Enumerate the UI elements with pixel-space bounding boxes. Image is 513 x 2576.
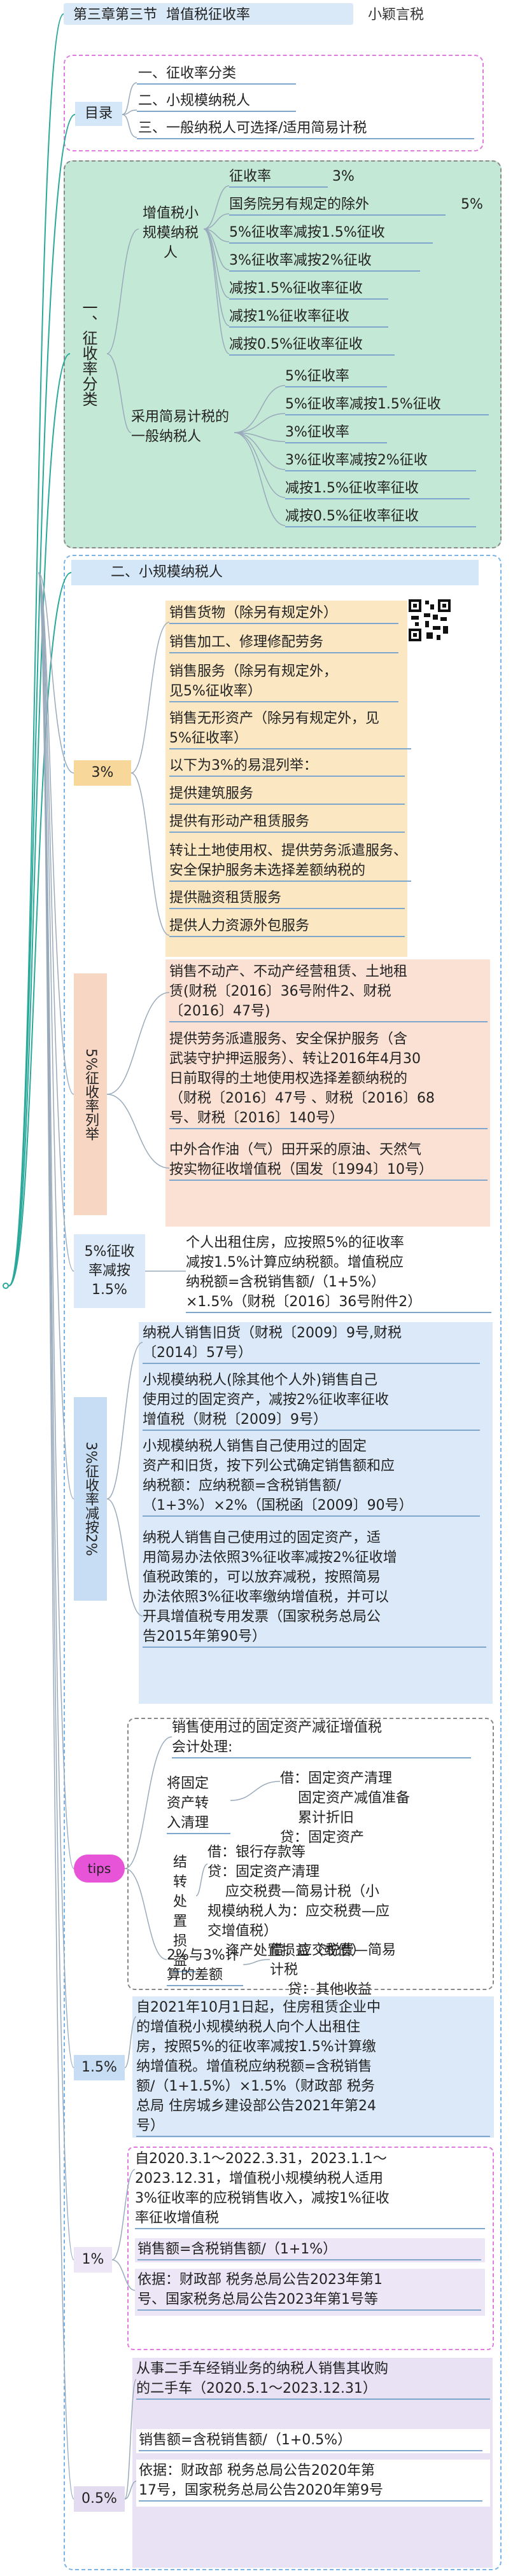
- g1-item-1[interactable]: 自2020.3.1～2022.3.31，2023.1.1～ 2023.12.31…: [135, 2149, 485, 2229]
- g2-item-1[interactable]: 纳税人销售旧货（财税〔2009〕9号,财税 〔2014〕57号）: [143, 1323, 480, 1364]
- small-item-2[interactable]: 3%征收率减按2%征收: [229, 251, 420, 272]
- g05-item-1[interactable]: 从事二手车经销业务的纳税人销售其收购 的二手车（2020.5.1～2023.12…: [136, 2359, 490, 2400]
- g1-item-2-bg: [135, 2238, 485, 2262]
- small-rate-value: 3%: [332, 169, 355, 184]
- toc-item-3[interactable]: 三、一般纳税人可选择/适用简易计税: [137, 118, 474, 139]
- small-taxpayer-label[interactable]: 增值税小规模纳税人: [142, 205, 199, 261]
- tips-c-label[interactable]: 2%与3%计 算的差额: [167, 1946, 243, 1986]
- g05-item-3[interactable]: 依据：财政部 税务总局公告2020年第 17号，国家税务总局公告2020年第9号: [139, 2461, 482, 2502]
- g3-item-3[interactable]: 销售服务（除另有规定外， 见5%征收率）: [169, 662, 398, 702]
- g3-label[interactable]: 3%: [74, 760, 131, 786]
- g3-item-5[interactable]: 以下为3%的易混列举：: [169, 756, 405, 777]
- page-title-text: 第三章第三节 增值税征收率: [73, 7, 250, 23]
- root-node: [3, 1283, 9, 1289]
- g1_5-label[interactable]: 1.5%: [74, 2055, 125, 2080]
- g15-label[interactable]: 5%征收率减按1.5%: [74, 1234, 145, 1308]
- toc-item-1[interactable]: 一、征收率分类: [137, 64, 296, 85]
- small-item-1[interactable]: 5%征收率减按1.5%征收: [229, 223, 433, 244]
- general-item-4[interactable]: 3%征收率减按2%征收: [285, 450, 476, 471]
- g3-item-10[interactable]: 提供人力资源外包服务: [169, 916, 405, 937]
- g2-label-text: 3%征收率减按2%: [83, 1442, 99, 1556]
- g5-label[interactable]: 5%征收率列举: [74, 973, 107, 1215]
- general-item-5[interactable]: 减按1.5%征收率征收: [285, 478, 470, 499]
- small-item-4[interactable]: 减按1%征收率征收: [229, 307, 388, 328]
- g2-item-2[interactable]: 小规模纳税人(除其他个人外)销售自己 使用过的固定资产，减按2%征收率征收 增值…: [143, 1370, 480, 1431]
- general-item-1[interactable]: 5%征收率: [285, 366, 387, 387]
- small-item-5[interactable]: 减按0.5%征收率征收: [229, 335, 395, 356]
- g05-item-3-bg: [136, 2460, 490, 2507]
- tips-b-label[interactable]: 结 转 处 置 损 益: [173, 1853, 196, 1972]
- general-taxpayer-label[interactable]: 采用简易计税的一般纳税人: [131, 409, 230, 445]
- section1-label-text: 一、征收率分类: [80, 300, 97, 407]
- toc-label[interactable]: 目录: [75, 102, 122, 126]
- tips-a-label[interactable]: 将固定 资产转 入清理: [167, 1774, 230, 1834]
- section1-label[interactable]: 一、征收率分类: [70, 165, 107, 541]
- tips-a-body: 借：固定资产清理 固定资产减值准备 累计折旧 贷：固定资产: [280, 1771, 410, 1846]
- g5-item-1[interactable]: 销售不动产、不动产经营租赁、土地租 赁(财税〔2016〕36号附件2、财税 〔2…: [169, 962, 488, 1022]
- g5-item-2[interactable]: 提供劳务派遣服务、安全保护服务（含 武装守护押运服务）、转让2016年4月30 …: [169, 1029, 488, 1129]
- general-item-6[interactable]: 减按0.5%征收率征收: [285, 506, 476, 527]
- g3-item-8[interactable]: 转让土地使用权、提供劳务派遣服务、 安全保护服务未选择差额纳税的: [169, 841, 411, 882]
- g1-item-2[interactable]: 销售额=含税销售额/（1+1%）: [137, 2239, 481, 2260]
- section2-label[interactable]: 二、小规模纳税人: [71, 560, 479, 585]
- g05-item-2-bg: [136, 2429, 490, 2453]
- g5-item-3[interactable]: 中外合作油（气）田开采的原油、天然气 按实物征收增值税（国发〔1994〕10号）: [169, 1140, 488, 1181]
- g5-block: [165, 959, 490, 1227]
- g2-label[interactable]: 3%征收率减按2%: [74, 1397, 107, 1601]
- g05-label[interactable]: 0.5%: [74, 2486, 125, 2512]
- g3-item-2[interactable]: 销售加工、修理修配劳务: [169, 632, 398, 653]
- toc-item-2[interactable]: 二、小规模纳税人: [137, 91, 296, 112]
- g1-item-3-bg: [135, 2269, 485, 2316]
- page-title: [64, 3, 353, 25]
- tips-badge[interactable]: tips: [74, 1855, 125, 1883]
- toc-frame: [64, 55, 484, 151]
- general-item-2[interactable]: 5%征收率减按1.5%征收: [285, 394, 489, 415]
- tips-c-body: 借：应交税费—简易 计税 贷：其他收益: [270, 1942, 397, 1998]
- tips-intro[interactable]: 销售使用过的固定资产减征增值税 会计处理:: [172, 1718, 471, 1758]
- small-other-value: 5%: [461, 197, 483, 212]
- g1_5-block: [132, 1996, 494, 2138]
- tips-b-top: 借：银行存款等 贷：固定资产清理 应交税费—简易计税（小 规模纳税人为：应交税费…: [207, 1844, 390, 1959]
- g05-item-2[interactable]: 销售额=含税销售额/（1+0.5%）: [139, 2430, 482, 2451]
- g3-block: [165, 601, 407, 957]
- g3-item-4[interactable]: 销售无形资产（除另有规定外，见 5%征收率）: [169, 709, 411, 749]
- author-label: 小颖言税: [368, 7, 425, 23]
- small-item-3[interactable]: 减按1.5%征收率征收: [229, 279, 388, 300]
- g3-item-7[interactable]: 提供有形动产租赁服务: [169, 812, 405, 833]
- general-item-3[interactable]: 3%征收率: [285, 422, 387, 443]
- g3-item-6[interactable]: 提供建筑服务: [169, 784, 405, 805]
- g1-label[interactable]: 1%: [74, 2247, 112, 2273]
- small-other-label[interactable]: 国务院另有规定的除外: [229, 195, 446, 216]
- g1_5-item-1[interactable]: 自2021年10月1日起，住房租赁企业中 的增值税小规模纳税人向个人出租住 房，…: [136, 1998, 490, 2137]
- small-rate-label[interactable]: 征收率: [229, 167, 328, 188]
- g2-block: [139, 1322, 493, 1704]
- g15-label-text: 5%征收率减按1.5%: [84, 1244, 135, 1298]
- g3-item-1[interactable]: 销售货物（除另有规定外）: [169, 603, 398, 624]
- g5-label-text: 5%征收率列举: [83, 1048, 99, 1141]
- g2-item-3[interactable]: 小规模纳税人销售自己使用过的固定 资产和旧货，按下列公式确定销售额和应 纳税额：…: [143, 1437, 480, 1517]
- g3-item-9[interactable]: 提供融资租赁服务: [169, 888, 405, 909]
- g1-item-3[interactable]: 依据：财政部 税务总局公告2023年第1 号、国家税务总局公告2023年第1号等: [137, 2270, 481, 2311]
- qr-code-icon: [407, 598, 452, 643]
- g15-item-1[interactable]: 个人出租住房，应按照5%的征收率 减按1.5%计算应纳税额。增值税应 纳税额=含…: [186, 1233, 491, 1313]
- g2-item-4[interactable]: 纳税人销售自己使用过的固定资产，适 用简易办法依照3%征收率减按2%征收增 值税…: [143, 1528, 486, 1648]
